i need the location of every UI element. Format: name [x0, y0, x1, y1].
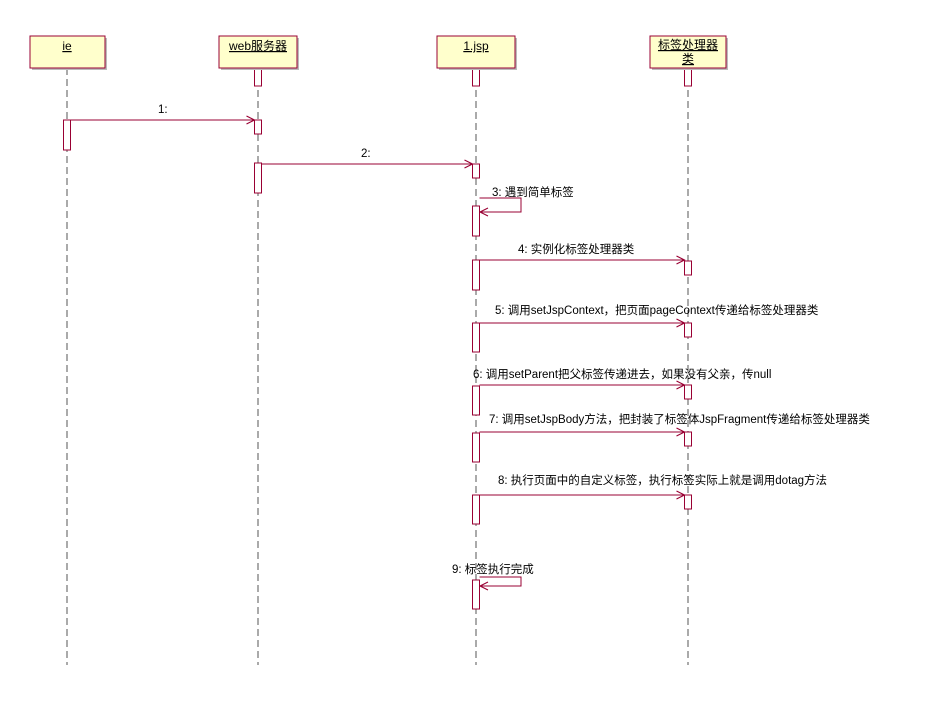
activation-bar-web	[254, 162, 262, 194]
message-label-1: 1:	[158, 104, 168, 116]
participant-box-web[interactable]	[218, 35, 298, 69]
participant-box-ie[interactable]	[29, 35, 106, 69]
activation-bar-web	[254, 119, 262, 135]
activation-bar-jsp	[472, 494, 480, 525]
activation-bar-jsp	[472, 432, 480, 463]
activation-bar-jsp	[472, 163, 480, 179]
message-label-5: 5: 调用setJspContext，把页面pageContext传递给标签处理…	[495, 303, 819, 317]
activation-bar-jsp	[472, 579, 480, 610]
message-label-2: 2:	[361, 148, 371, 160]
activation-bar-handler	[684, 431, 692, 447]
message-label-9: 9: 标签执行完成	[452, 562, 534, 576]
participant-label-jsp: 1.jsp	[463, 39, 489, 53]
participant-label-web: web服务器	[228, 38, 287, 53]
activation-bar-jsp	[472, 259, 480, 291]
message-label-6: 6: 调用setParent把父标签传递进去，如果没有父亲，传null	[473, 367, 771, 381]
participant-box-handler[interactable]	[649, 35, 727, 69]
activation-bar-handler	[684, 494, 692, 510]
message-label-8: 8: 执行页面中的自定义标签，执行标签实际上就是调用dotag方法	[498, 473, 827, 487]
participant-box-jsp[interactable]	[436, 35, 516, 69]
message-label-3: 3: 遇到简单标签	[492, 185, 574, 199]
activation-bar-handler	[684, 260, 692, 276]
activation-bar-jsp	[472, 205, 480, 237]
participant-label-ie: ie	[62, 39, 72, 53]
message-label-4: 4: 实例化标签处理器类	[518, 242, 635, 256]
activation-bar-jsp	[472, 68, 480, 87]
message-label-7: 7: 调用setJspBody方法，把封装了标签体JspFragment传递给标…	[489, 412, 870, 426]
activation-bar-web	[254, 68, 262, 87]
activation-bar-ie	[63, 119, 71, 151]
message-arrow-9[interactable]	[480, 576, 522, 586]
activation-bar-jsp	[472, 322, 480, 353]
participant-label-handler: 类	[682, 52, 694, 66]
activation-bar-jsp	[472, 385, 480, 416]
activation-bar-handler	[684, 68, 692, 87]
activation-bar-handler	[684, 384, 692, 400]
participant-label-handler: 标签处理器	[658, 37, 718, 52]
message-arrow-3[interactable]	[480, 197, 522, 212]
activation-bar-handler	[684, 322, 692, 338]
